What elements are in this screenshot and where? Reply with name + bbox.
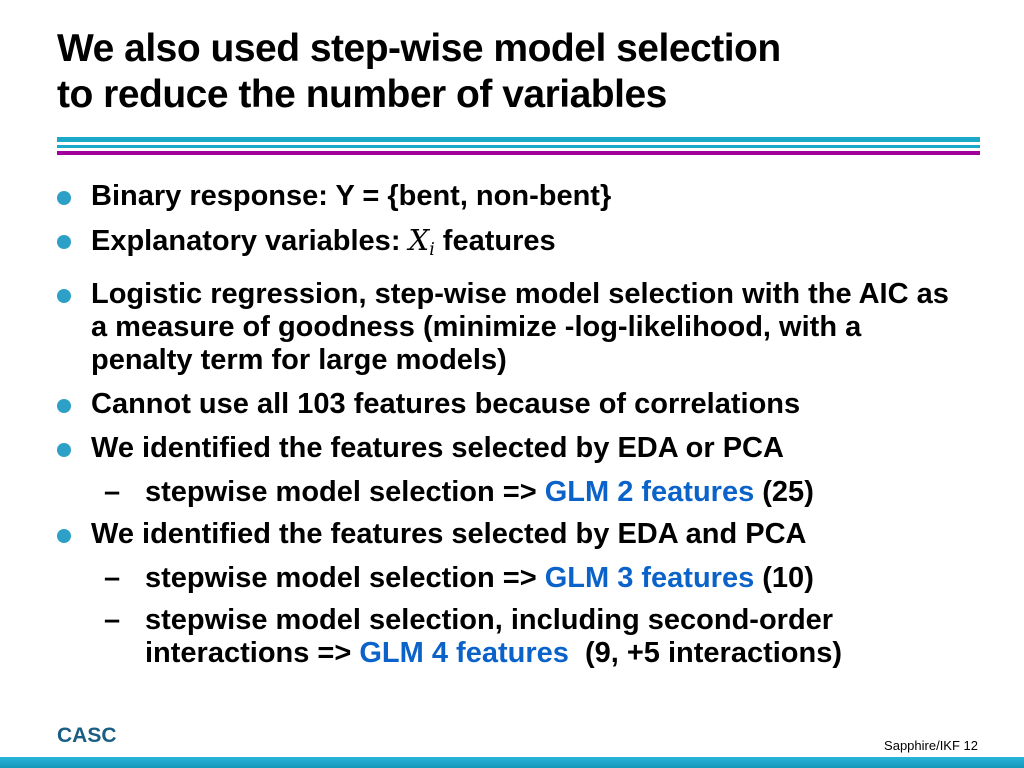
title-rule-teal-thick (57, 137, 980, 142)
bullet-dot-icon (57, 518, 91, 551)
bullet-item: Explanatory variables: Xi features (57, 224, 952, 267)
bullet-dot-icon (57, 224, 91, 267)
text-segment: X (408, 223, 430, 257)
text-segment: Cannot use all 103 features because of c… (91, 388, 801, 421)
bullet-text: Logistic regression, step-wise model sel… (91, 278, 952, 377)
sub-bullet-item: –stepwise model selection => GLM 3 featu… (57, 562, 952, 595)
bullet-text: stepwise model selection, including seco… (145, 604, 952, 670)
slide-title: We also used step-wise model selection t… (57, 26, 972, 118)
bullet-dot-icon (57, 443, 71, 458)
dash-icon: – (104, 562, 121, 595)
bullet-dot-icon (57, 388, 91, 421)
slide-title-line-1: We also used step-wise model selection (57, 27, 781, 70)
text-segment: features (434, 225, 556, 257)
bullet-item: Logistic regression, step-wise model sel… (57, 278, 952, 377)
bullet-text: We identified the features selected by E… (91, 518, 952, 551)
bottom-teal-bar (0, 757, 1024, 768)
highlighted-text: GLM 4 features (359, 637, 569, 670)
bullet-item: We identified the features selected by E… (57, 432, 952, 465)
text-segment: stepwise model selection => (145, 476, 545, 509)
text-segment: stepwise model selection => (145, 562, 545, 595)
bullet-text: stepwise model selection => GLM 2 featur… (145, 476, 952, 509)
bullet-text: Explanatory variables: Xi features (91, 224, 952, 267)
bullet-dot-icon (57, 529, 71, 544)
text-segment: We identified the features selected by E… (91, 432, 784, 465)
bullet-text: stepwise model selection => GLM 3 featur… (145, 562, 952, 595)
bullet-dot-icon (57, 278, 91, 377)
dash-icon: – (104, 476, 121, 509)
title-rule-magenta (57, 151, 980, 155)
text-segment: We identified the features selected by E… (91, 518, 807, 551)
bullet-dot-icon (57, 289, 71, 304)
bullet-list: Binary response: Y = {bent, non-bent} Exp… (57, 180, 952, 679)
dash-icon: – (104, 604, 121, 637)
slide-footer-page-label: Sapphire/IKF 12 (884, 738, 978, 753)
bullet-text: Binary response: Y = {bent, non-bent} (91, 180, 952, 213)
title-rule-teal-thin (57, 145, 980, 148)
bullet-text: Cannot use all 103 features because of c… (91, 388, 952, 421)
text-segment: Binary response: Y = {bent, non-bent} (91, 180, 612, 212)
title-divider (57, 137, 980, 155)
highlighted-text: GLM 3 features (544, 562, 755, 595)
bullet-item: We identified the features selected by E… (57, 518, 952, 551)
bullet-dot-icon (57, 432, 91, 465)
text-segment: Explanatory variables: (91, 225, 409, 257)
text-segment: (25) (754, 476, 814, 509)
text-segment: Logistic regression, step-wise model sel… (91, 278, 949, 377)
slide-title-line-2: to reduce the number of variables (57, 73, 667, 117)
casc-logo-text: CASC (57, 724, 117, 747)
text-segment: stepwise model selection, including seco… (145, 604, 834, 670)
bullet-item: Cannot use all 103 features because of c… (57, 388, 952, 421)
bullet-dot-icon (57, 235, 71, 249)
bullet-dot-icon (57, 191, 71, 205)
bullet-text: We identified the features selected by E… (91, 432, 952, 465)
highlighted-text: GLM 2 features (544, 476, 755, 509)
sub-bullet-item: –stepwise model selection => GLM 2 featu… (57, 476, 952, 509)
bullet-dot-icon (57, 399, 71, 414)
bullet-dot-icon (57, 180, 91, 213)
text-segment: (9, +5 interactions) (568, 637, 843, 670)
sub-bullet-item: –stepwise model selection, including sec… (57, 604, 952, 670)
text-segment: (10) (754, 562, 814, 595)
bullet-item: Binary response: Y = {bent, non-bent} (57, 180, 952, 213)
text-segment: i (429, 240, 435, 261)
